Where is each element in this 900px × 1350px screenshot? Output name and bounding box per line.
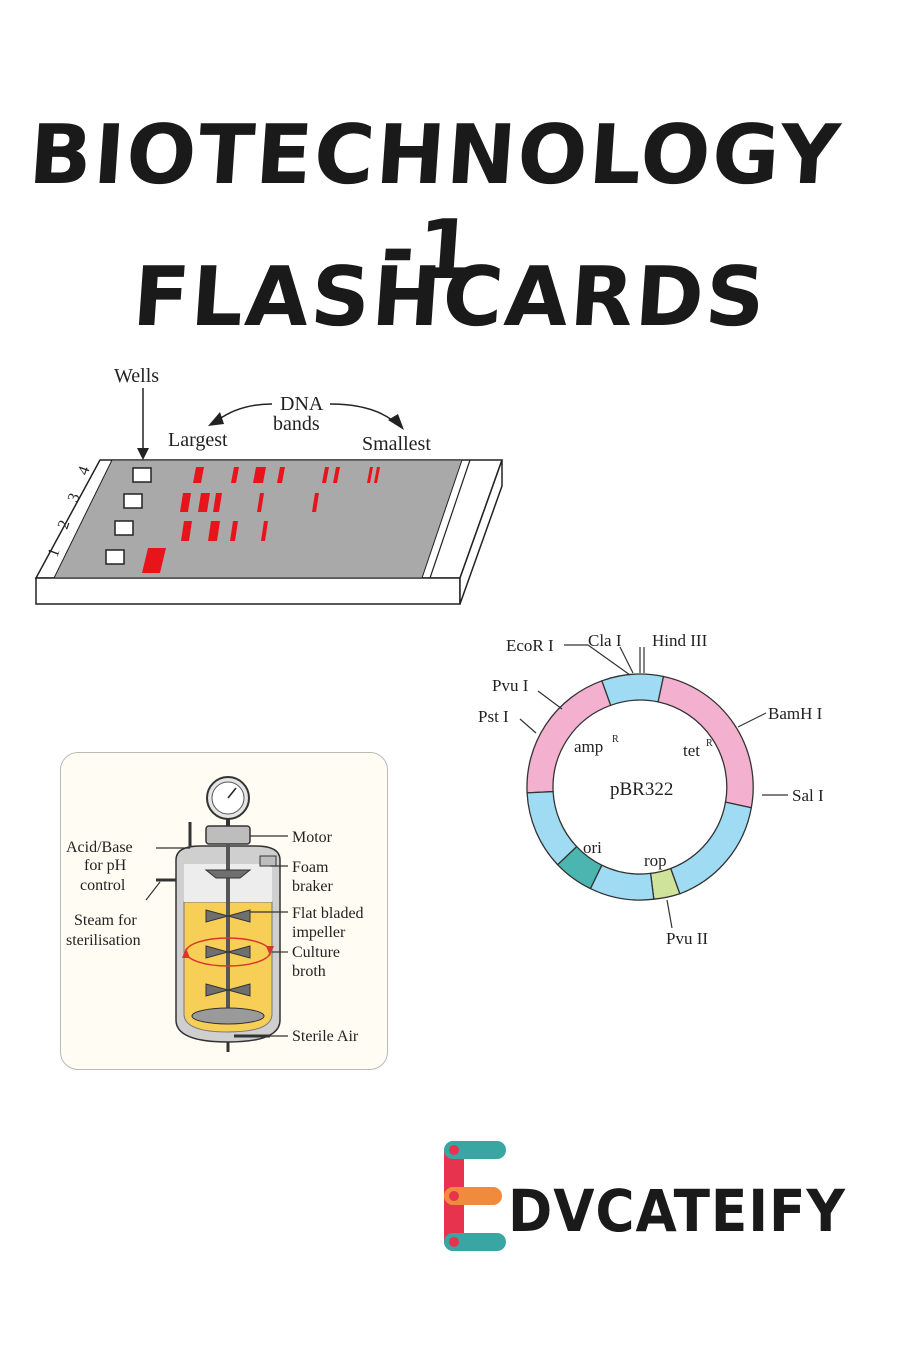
band [261,521,268,541]
band [253,467,266,483]
logo-text: DVCATEIFY [508,1177,846,1245]
band [312,493,319,512]
well-2 [114,520,134,536]
dna-label: DNA [280,393,324,415]
gel-slab-front [35,577,461,605]
wells-arrow-icon [137,448,149,460]
band [193,467,204,483]
ori-label: ori [583,838,602,857]
band [213,493,222,512]
smallest-label: Smallest [362,433,431,455]
motor-label: Motor [292,829,333,846]
arrow-to-smallest-icon [329,403,393,421]
foam-breaker-label-2: braker [292,878,334,895]
band [374,467,380,483]
sterile-air-label: Sterile Air [292,1028,359,1045]
foam-breaker-label-1: Foam [292,859,329,876]
title-line-2: FLASHCARDS [130,250,770,345]
impeller-label-2: impeller [292,924,346,941]
amp-superscript: R [612,734,619,745]
band [181,521,192,541]
impeller-label-1: Flat bladed [292,905,364,922]
tet-superscript: R [706,738,713,749]
band [180,493,191,512]
band [333,467,340,483]
pst1-label: Pst I [478,707,509,726]
ecor1-label: EcoR I [506,636,554,655]
gel-electrophoresis-diagram: Wells DNA bands Largest Smallest 1 2 3 4 [30,360,510,610]
plasmid-diagram: pBR322 amp R tet R ori rop EcoR I Cla I … [470,625,850,955]
well-1 [105,549,125,565]
bamh1-label: BamH I [768,704,823,723]
rop-label: rop [644,851,667,870]
wells-label: Wells [114,365,159,387]
acid-base-label-2: for pH [84,857,127,874]
well-4 [132,467,152,483]
acid-base-label-3: control [80,877,126,894]
band [277,467,285,483]
band [367,467,373,483]
band [142,548,166,573]
lane-3-label: 3 [65,491,84,504]
band [322,467,329,483]
acid-base-label-1: Acid/Base [66,839,133,856]
largest-label: Largest [168,429,228,451]
tet-label: tet [683,741,700,760]
well-3 [123,493,143,509]
gel-slab-side [459,459,503,605]
steam-label-1: Steam for [74,912,137,929]
motor-icon [205,825,251,845]
band [231,467,239,483]
broth-label-2: broth [292,963,326,980]
broth-label-1: Culture [292,944,340,961]
cla1-label: Cla I [588,631,622,650]
plasmid-name: pBR322 [610,779,673,800]
band [198,493,210,512]
steam-label-2: sterilisation [66,932,141,949]
impeller-icon [204,869,252,997]
pvu1-label: Pvu I [492,676,529,695]
band [208,521,220,541]
bioreactor-diagram: Motor Acid/Base for pH control Foam brak… [60,752,388,1070]
dna-bands [142,467,380,573]
lane-4-label: 4 [75,464,94,477]
arrow-to-largest-icon [217,403,273,421]
amp-label: amp [574,737,603,756]
band [257,493,264,512]
top-blue-segment [601,673,665,707]
right-blue-segment [669,801,753,895]
bands-label: bands [273,413,320,435]
left-blue-segment [526,790,578,866]
pvu2-label: Pvu II [666,929,708,948]
logo-e-icon [444,1141,506,1251]
sal1-label: Sal I [792,786,824,805]
educateify-logo: DVCATEIFY [440,1135,845,1255]
hind3-label: Hind III [652,631,708,650]
band [230,521,238,541]
